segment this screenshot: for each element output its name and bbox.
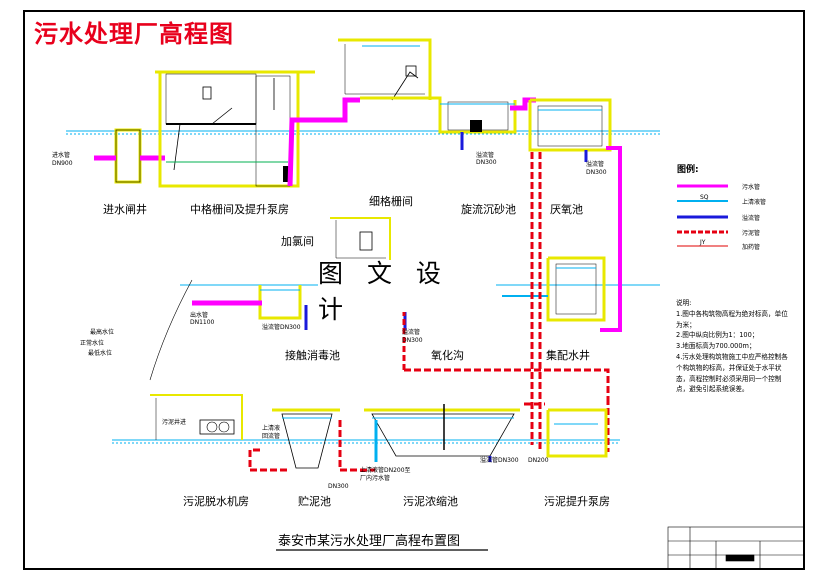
label-high-level: 最高水位 <box>90 328 114 336</box>
pump-outlet-pipe <box>287 97 360 187</box>
svg-text:SQ: SQ <box>700 194 709 201</box>
legend-title: 图例: <box>677 163 699 175</box>
label-dn200: DN200 <box>528 457 549 464</box>
label-supernatant-thick2: 厂内污水管 <box>360 474 390 482</box>
label-low-level: 最低水位 <box>88 349 112 357</box>
notes-title: 说明: <box>676 299 692 307</box>
label-return-pipe: 回流管 <box>262 432 280 440</box>
label-thickener: 污泥浓缩池 <box>403 495 458 508</box>
label-outlet-dn: DN1100 <box>190 319 215 326</box>
label-outlet-pipe: 出水管 <box>190 311 208 319</box>
sludge-storage-tank <box>272 408 340 469</box>
grit-chamber <box>360 96 517 150</box>
notes-line-2: 2.图中纵向比例为1：100； <box>676 331 759 340</box>
label-screen-pump: 中格栅间及提升泵房 <box>190 202 289 216</box>
label-inlet-dn: DN900 <box>52 160 73 167</box>
label-dewater: 污泥脱水机房 <box>183 494 249 508</box>
anaerobic-to-well-pipe <box>600 146 622 332</box>
label-distribution: 集配水井 <box>546 348 590 362</box>
svg-text:污水管: 污水管 <box>742 183 760 191</box>
label-storage: 贮泥池 <box>298 495 331 508</box>
legend: 图例: 污水管 SQ 上清液管 溢流管 污泥管 JY 加药管 <box>677 163 766 251</box>
label-dn300: DN300 <box>328 483 349 490</box>
svg-text:污泥管: 污泥管 <box>742 229 760 237</box>
svg-text:JY: JY <box>699 239 706 246</box>
legend-item-sewage: 污水管 <box>677 183 760 191</box>
dewatering-building <box>150 394 243 440</box>
distribution-well <box>502 256 606 322</box>
svg-text:溢流管: 溢流管 <box>742 214 760 222</box>
label-inlet-pipe: 进水管 <box>52 151 70 159</box>
inlet-well <box>114 128 142 184</box>
label-supernatant-thick: 上清液管DN200至 <box>360 466 411 474</box>
structure-labels: 进水闸井 中格栅间及提升泵房 细格栅间 旋流沉砂池 厌氧池 加氯间 接触消毒池 … <box>103 194 610 508</box>
svg-text:上清液管: 上清液管 <box>742 198 766 206</box>
sludge-thickener <box>364 404 520 462</box>
svg-text:加药管: 加药管 <box>742 243 760 251</box>
sludge-pipes <box>248 152 610 472</box>
drawing-frame <box>23 10 805 570</box>
label-overflow-anaerobic: 溢流管 <box>586 160 604 168</box>
page-title: 污水处理厂高程图 <box>34 19 234 48</box>
label-supernatant: 上清液 <box>262 424 280 432</box>
label-overflow-anaerobic-dn: DN300 <box>586 169 607 176</box>
chlorine-building <box>330 217 391 260</box>
legend-item-dosing: JY 加药管 <box>677 239 760 251</box>
label-sludge-pump: 污泥提升泵房 <box>544 495 610 508</box>
label-overflow-grit-dn: DN300 <box>476 159 497 166</box>
legend-item-overflow: 溢流管 <box>677 214 760 222</box>
fine-screen-building <box>338 38 432 101</box>
label-fine-screen: 细格栅间 <box>369 194 413 208</box>
label-sludge-well: 污泥井进 <box>162 418 186 426</box>
notes-line-4: 4.污水处理构筑物施工中应严格控制各个构筑物的标高，并保证处于水平状态，高程控制… <box>676 352 788 394</box>
label-overflow-oxidation-dn: DN300 <box>402 337 423 344</box>
label-anaerobic: 厌氧池 <box>550 202 583 216</box>
legend-item-supernatant: SQ 上清液管 <box>677 194 766 206</box>
drawing-title: 泰安市某污水处理厂高程布置图 <box>276 533 488 551</box>
notes-panel: 说明: 1.图中各构筑物高程为绝对标高，单位为米； 2.图中纵向比例为1：100… <box>676 298 788 395</box>
screen-pump-house <box>155 70 315 188</box>
sludge-lift-pump-house <box>546 408 608 458</box>
label-grit: 旋流沉砂池 <box>461 202 516 216</box>
label-contact: 接触消毒池 <box>285 348 340 362</box>
label-normal-level: 正常水位 <box>80 339 104 347</box>
label-overflow-thick: 溢流管DN300 <box>480 456 519 464</box>
small-labels: 进水管 DN900 出水管 DN1100 最高水位 正常水位 最低水位 溢流管D… <box>52 151 607 490</box>
contact-tank <box>149 279 308 381</box>
label-overflow-contact: 溢流管DN300 <box>262 323 301 331</box>
label-overflow-grit: 溢流管 <box>476 151 494 159</box>
title-block <box>667 526 805 570</box>
legend-item-sludge: 污泥管 <box>677 229 760 237</box>
notes-line-3: 3.地面标高为700.000m； <box>676 342 756 351</box>
label-oxidation: 氧化沟 <box>431 348 464 362</box>
svg-text:泰安市某污水处理厂高程布置图: 泰安市某污水处理厂高程布置图 <box>278 533 460 549</box>
notes-line-1: 1.图中各构筑物高程为绝对标高，单位为米； <box>676 309 788 329</box>
label-inlet-well: 进水闸井 <box>103 202 147 216</box>
watermark: 图 文 设 计 <box>318 259 496 324</box>
label-overflow-oxidation: 溢流管 <box>402 328 420 336</box>
label-chlorine: 加氯间 <box>281 234 314 248</box>
